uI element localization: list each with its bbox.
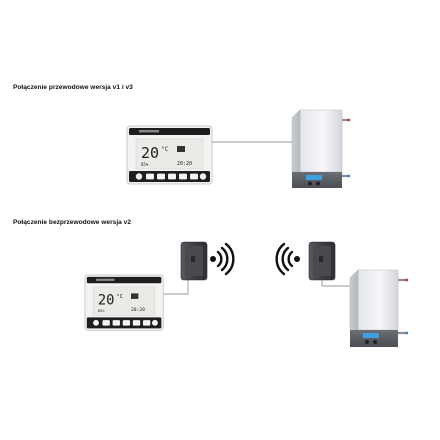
thermostat-lcd bbox=[135, 138, 204, 170]
thermostat-button-4 bbox=[179, 173, 187, 180]
wireless-section: 20 °C 20:20 85% bbox=[84, 241, 408, 347]
thermostat-humidity-small: 85% bbox=[98, 309, 105, 313]
boiler-wired bbox=[291, 109, 350, 188]
boiler-display bbox=[306, 175, 322, 180]
thermostat-temperature-small: 20 bbox=[98, 292, 115, 308]
thermostat-humidity: 85% bbox=[141, 162, 149, 167]
receiver-cable bbox=[321, 279, 352, 287]
boiler-wireless bbox=[349, 269, 408, 347]
thermostat-unit: °C bbox=[161, 146, 169, 153]
transmitter-module bbox=[180, 241, 208, 281]
thermostat-button-right bbox=[199, 173, 207, 180]
heating-icon bbox=[177, 146, 185, 152]
heating-icon-small bbox=[131, 293, 139, 299]
thermostat-button-left bbox=[135, 173, 143, 180]
thermostat-wireless: 20 °C 20:20 85% bbox=[84, 274, 164, 331]
wireless-signal-icon-incoming bbox=[275, 242, 300, 276]
thermostat-button-3 bbox=[168, 173, 176, 180]
wireless-connection-heading: Połączenie bezprzewodowe wersja v2 bbox=[13, 219, 131, 226]
thermostat-buttons-small bbox=[93, 319, 158, 326]
boiler-control-panel-2 bbox=[350, 330, 398, 347]
thermostat-temperature: 20 bbox=[141, 144, 159, 162]
thermostat-buttons bbox=[135, 173, 207, 180]
boiler-display-2 bbox=[363, 333, 379, 338]
transmitter-cable bbox=[163, 279, 189, 295]
thermostat-top-strip bbox=[129, 128, 210, 135]
wired-connection-heading: Połączenie przewodowe wersja v1 i v3 bbox=[13, 84, 133, 91]
thermostat-button-1 bbox=[146, 173, 154, 180]
thermostat-time: 20:20 bbox=[177, 161, 192, 167]
receiver-module bbox=[308, 241, 336, 281]
thermostat-unit-small: °C bbox=[116, 294, 123, 300]
thermostat-button-2 bbox=[157, 173, 165, 180]
wireless-signal-icon-outgoing bbox=[210, 242, 235, 276]
thermostat-time-small: 20:20 bbox=[131, 307, 145, 313]
wired-section: 20 °C 20:20 85% bbox=[126, 109, 350, 188]
thermostat-button-5 bbox=[190, 173, 198, 180]
thermostat-wired: 20 °C 20:20 85% bbox=[126, 125, 213, 185]
thermostat-lcd-small bbox=[93, 286, 156, 316]
